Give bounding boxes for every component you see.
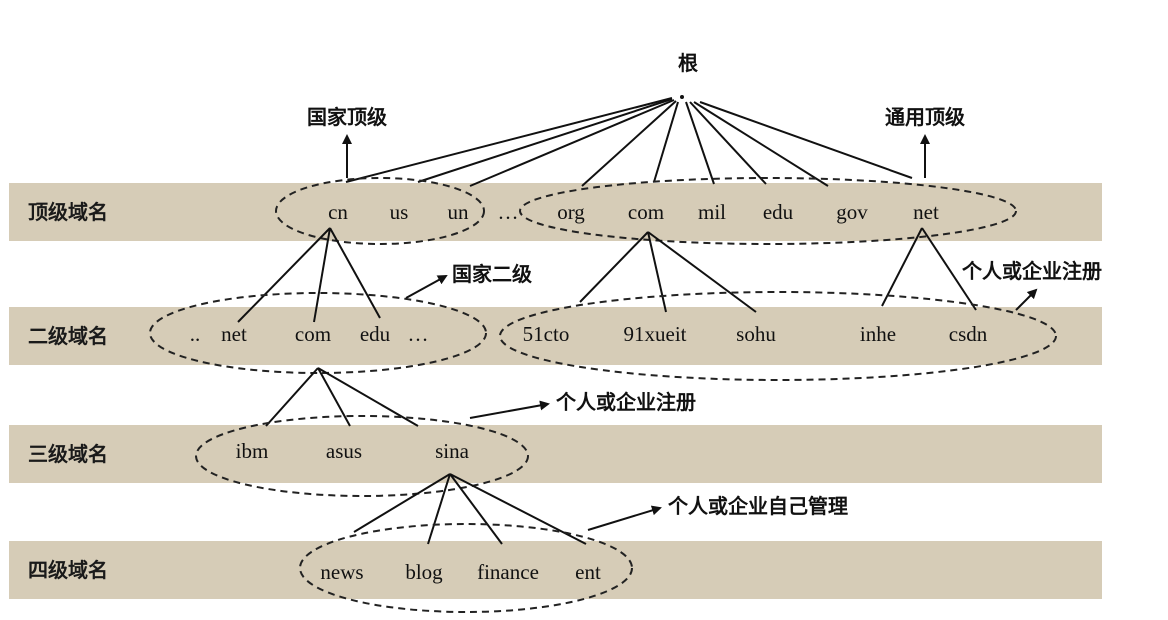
second-trailing-ellipsis: … — [408, 322, 429, 346]
second-leading-dots: .. — [190, 322, 201, 346]
node-ibm: ibm — [236, 439, 269, 463]
node-blog: blog — [405, 560, 443, 584]
node-un: un — [448, 200, 470, 224]
node-inhe: inhe — [860, 322, 896, 346]
arrow-self-managed — [587, 505, 662, 531]
node-com: com — [628, 200, 664, 224]
note-self-managed: 个人或企业自己管理 — [667, 494, 848, 518]
node-mil: mil — [698, 200, 726, 224]
note-country-second: 国家二级 — [452, 262, 532, 286]
oval-third — [195, 415, 529, 497]
node-sohu: sohu — [736, 322, 776, 346]
node-net-cn: net — [221, 322, 247, 346]
top-separator: … — [498, 200, 519, 224]
top-to-second-edges — [237, 227, 977, 323]
node-us: us — [390, 200, 409, 224]
note-generic-top: 通用顶级 — [885, 105, 965, 129]
band-third-level — [9, 425, 1102, 483]
root-label: 根 — [678, 51, 698, 75]
oval-country-top — [275, 177, 485, 245]
root-dot — [680, 95, 684, 99]
node-org: org — [557, 200, 585, 224]
node-51cto: 51cto — [523, 322, 570, 346]
root-edges — [345, 97, 913, 187]
third-to-fourth-edges — [353, 473, 587, 545]
node-com-cn: com — [295, 322, 331, 346]
band-second-level — [9, 307, 1102, 365]
oval-generic-top — [519, 177, 1017, 245]
node-news: news — [320, 560, 363, 584]
node-edu: edu — [763, 200, 794, 224]
node-ent: ent — [575, 560, 601, 584]
node-asus: asus — [326, 439, 362, 463]
node-91xueit: 91xueit — [624, 322, 687, 346]
node-edu-cn: edu — [360, 322, 391, 346]
node-cn: cn — [328, 200, 348, 224]
level-label-third: 三级域名 — [28, 442, 108, 466]
level-label-top: 顶级域名 — [28, 200, 108, 224]
node-csdn: csdn — [949, 322, 988, 346]
note-country-top: 国家顶级 — [307, 105, 387, 129]
oval-cn-second — [149, 292, 487, 374]
oval-fourth — [299, 523, 633, 613]
arrow-personal-reg-1 — [1015, 288, 1038, 311]
oval-generic-second — [499, 291, 1057, 381]
arrow-personal-reg-2 — [469, 400, 550, 419]
node-net: net — [913, 200, 939, 224]
band-fourth-level — [9, 541, 1102, 599]
level-label-second: 二级域名 — [28, 324, 108, 348]
node-gov: gov — [836, 200, 868, 224]
note-personal-reg-1: 个人或企业注册 — [961, 259, 1102, 283]
note-personal-reg-2: 个人或企业注册 — [555, 390, 696, 414]
node-sina: sina — [435, 439, 470, 463]
level-label-fourth: 四级域名 — [28, 558, 108, 582]
arrow-country-second — [405, 275, 448, 299]
node-finance: finance — [477, 560, 539, 584]
second-to-third-edges — [265, 367, 419, 427]
